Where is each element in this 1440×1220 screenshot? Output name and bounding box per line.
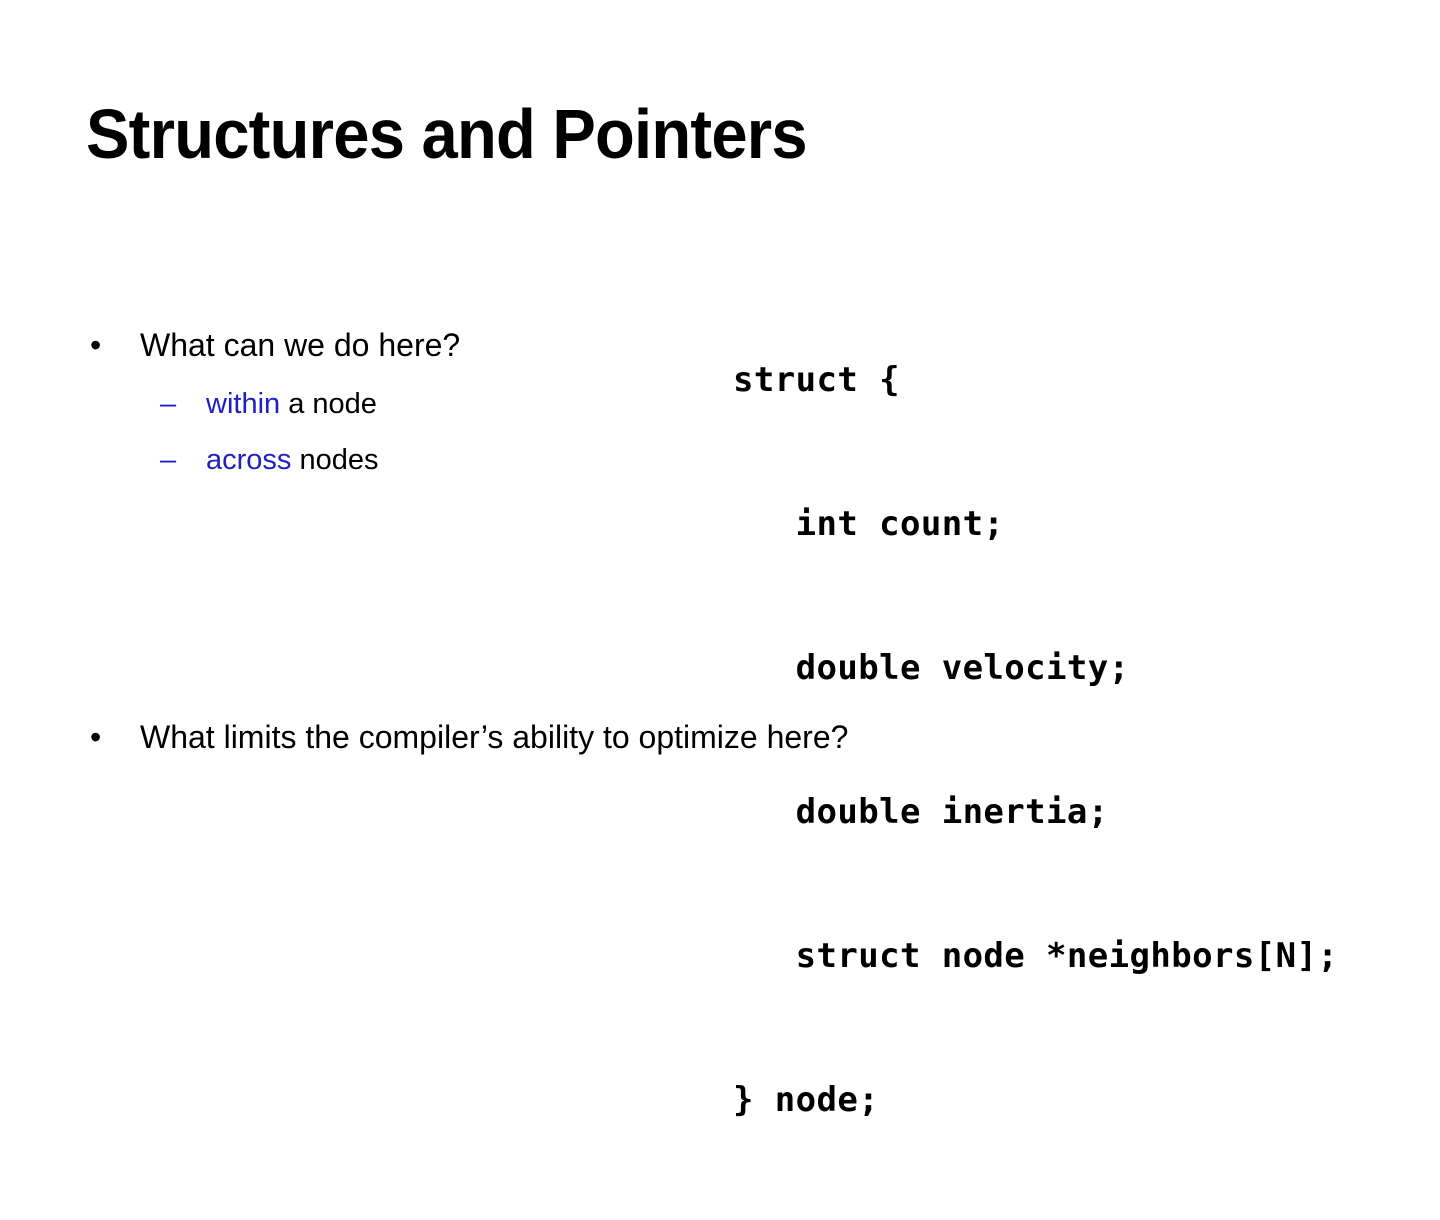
list-item-label: What can we do here? — [140, 327, 461, 363]
code-line: int count; — [733, 504, 1005, 544]
bullet-list: • What can we do here? – within a node –… — [86, 322, 706, 488]
sub-item-keyword: within — [206, 388, 281, 420]
list-item-label: What limits the compiler’s ability to op… — [140, 719, 849, 755]
page-title: Structures and Pointers — [86, 95, 808, 173]
list-item: – within a node — [86, 376, 706, 432]
bullet-dot-icon: • — [90, 719, 102, 755]
sub-bullet-list: – within a node – across nodes — [86, 376, 706, 488]
sub-item-label: nodes — [291, 444, 379, 476]
code-line: double velocity; — [733, 648, 1130, 688]
code-snippet: struct { int count; double velocity; dou… — [733, 260, 1338, 1220]
code-line: struct { — [733, 360, 900, 400]
dash-icon: – — [160, 388, 177, 420]
bullet-dot-icon: • — [90, 327, 102, 363]
code-line: } node; — [733, 1080, 880, 1120]
list-item: – across nodes — [86, 432, 706, 488]
dash-icon: – — [160, 444, 177, 476]
list-item: • What can we do here? — [86, 322, 706, 368]
slide-canvas: Structures and Pointers • What can we do… — [86, 95, 1338, 1120]
list-item: • What limits the compiler’s ability to … — [86, 714, 1186, 760]
sub-item-label: a node — [280, 388, 377, 420]
bullet-list-secondary: • What limits the compiler’s ability to … — [86, 714, 1186, 760]
code-line: double inertia; — [733, 792, 1109, 832]
sub-item-keyword: across — [206, 444, 292, 476]
code-line: struct node *neighbors[N]; — [733, 936, 1339, 976]
